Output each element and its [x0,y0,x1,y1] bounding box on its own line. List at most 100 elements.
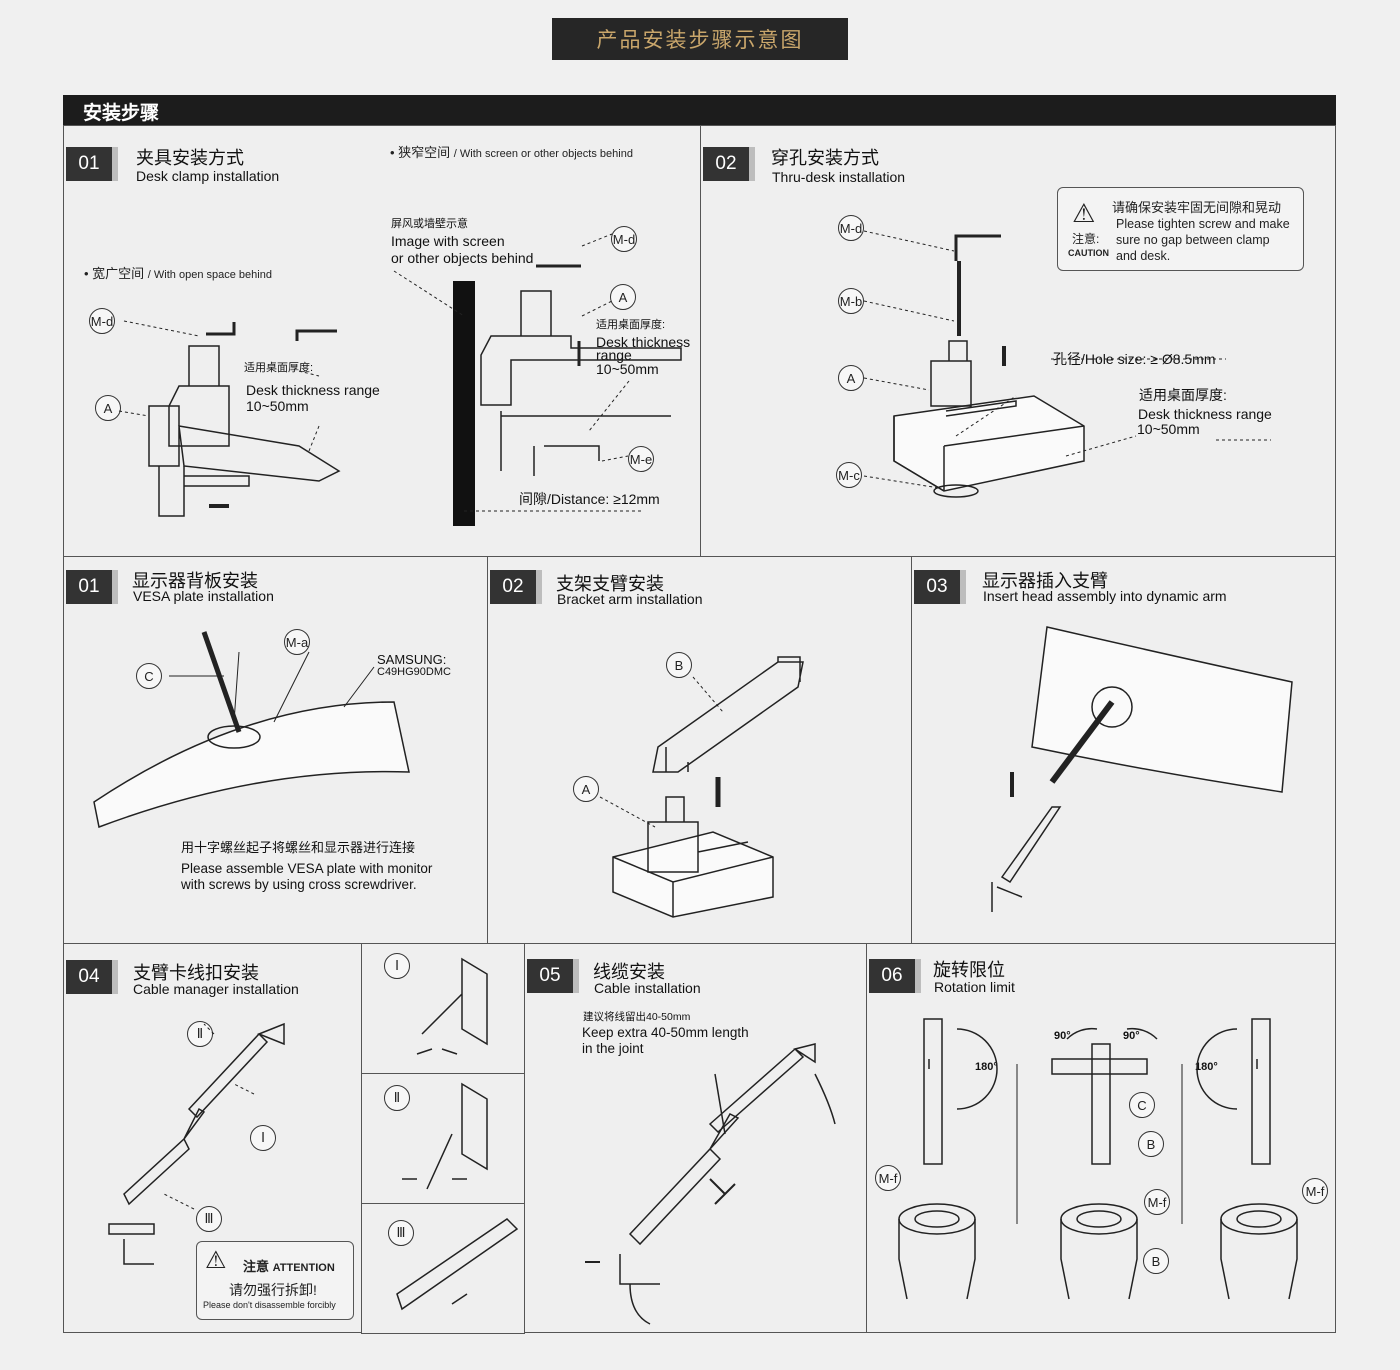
callout-md-2: M-d [611,226,637,252]
callout-mb: M-b [838,288,864,314]
angle-label: 90° [1054,1030,1071,1042]
callout-mf: M-f [875,1165,901,1191]
callout-a: A [838,365,864,391]
warning-text-zh: 请勿强行拆卸! [229,1282,317,1298]
description-en: Please assemble VESA plate with monitor [181,861,433,876]
attention-title: 注意 ATTENTION [243,1259,335,1274]
substep-label: Ⅱ [384,1085,410,1111]
thickness-label-zh: 适用桌面厚度: [1139,387,1227,403]
callout-iii: Ⅲ [196,1206,222,1232]
note-zh: 建议将线留出40-50mm [583,1011,691,1023]
narrow-space-label: • 狭窄空间 / With screen or other objects be… [390,145,633,160]
step-title-zh: 支臂卡线扣安装 [133,963,259,984]
callout-b: B [666,652,692,678]
callout-mf-3: M-f [1302,1178,1328,1204]
thru-desk-illustration [863,230,1271,498]
step-title-en: Insert head assembly into dynamic arm [983,588,1227,604]
callout-i: Ⅰ [250,1125,276,1151]
screen-label-en: Image with screen [391,233,505,249]
note-en: Keep extra 40-50mm length [582,1025,749,1040]
vesa-illustration [93,631,410,829]
step-title-en: Bracket arm installation [557,591,703,607]
substep-iii: Ⅲ [361,1203,525,1334]
callout-md: M-d [838,215,864,241]
attention-box: ⚠ 注意 ATTENTION 请勿强行拆卸! Please don't disa… [196,1241,354,1320]
rotation-illustration [898,1018,1298,1300]
substep-illustration [416,957,488,1055]
screen-label-zh: 屏风或墙壁示意 [391,218,468,230]
thickness-label-en: Desk thickness range [246,382,380,398]
substep-i: Ⅰ [361,943,525,1074]
caution-label-en: CAUTION [1068,248,1109,258]
callout-c: C [136,663,162,689]
angle-label: 180° [1195,1061,1218,1073]
description-zh: 用十字螺丝起子将螺丝和显示器进行连接 [181,840,416,855]
callout-c: C [1129,1092,1155,1118]
panel-cable-manager: 04 支臂卡线扣安装 Cable manager installation Ⅱ … [63,943,362,1333]
thickness-label-zh: 适用桌面厚度: [244,362,314,374]
section-header: 安装步骤 [63,95,1336,126]
thickness-range: 10~50mm [1137,421,1200,437]
callout-a: A [95,395,121,421]
step-title-zh: 旋转限位 [933,960,1005,981]
angle-label: 180° [975,1061,998,1073]
step-title-en: VESA plate installation [133,588,274,604]
substep-label: Ⅰ [384,953,410,979]
thickness-range: 10~50mm [246,398,309,414]
insert-illustration [991,626,1293,912]
thickness-label-en-2: Desk thickness [596,334,691,350]
warning-icon: ⚠ [205,1247,227,1274]
clamp-illustration [118,233,682,526]
panel-desk-clamp: 01 夹具安装方式 Desk clamp installation • 狭窄空间… [63,125,701,557]
step-title-zh: 显示器插入支臂 [982,571,1108,592]
panel-vesa: 01 显示器背板安装 VESA plate installation SAMSU… [63,556,488,944]
step-number: 06 [869,959,921,993]
step-title-zh: 穿孔安装方式 [771,148,879,169]
panel-insert-head: 03 显示器插入支臂 Insert head assembly into dyn… [911,556,1336,944]
callout-ii: Ⅱ [187,1021,213,1047]
step-number: 04 [66,960,118,994]
callout-ma: M-a [284,629,310,655]
callout-a: A [573,776,599,802]
step-title-en: Thru-desk installation [772,169,906,185]
step-number: 05 [527,959,579,993]
page-title: 产品安装步骤示意图 [552,18,848,60]
panel-rotation: 06 旋转限位 Rotation limit 180° 90° 90° 180°… [866,943,1336,1333]
screen-label-en2: or other objects behind [391,250,534,266]
callout-b: B [1138,1131,1164,1157]
step-title-en: Rotation limit [934,979,1015,995]
substep-label: Ⅲ [388,1220,414,1246]
step-number: 01 [66,147,118,181]
thickness-label-en-3: range [596,347,632,363]
angle-label: 90° [1123,1030,1140,1042]
step-number: 03 [914,570,966,604]
step-number: 02 [703,147,755,181]
panel-cable: 05 线缆安装 Cable installation 建议将线留出40-50mm… [524,943,867,1333]
callout-me: M-e [628,446,654,472]
step-title-zh: 线缆安装 [593,962,665,983]
brand-label: SAMSUNG: [377,652,447,667]
bracket-illustration [599,656,804,918]
thickness-range-2: 10~50mm [596,361,659,377]
step-number: 02 [490,570,542,604]
substep-illustration [396,1218,519,1311]
cable-illustration [585,1043,836,1325]
model-label: C49HG90DMC [377,666,451,678]
warning-icon: ⚠ [1072,198,1096,228]
callout-b-2: B [1143,1248,1169,1274]
step-title-zh: 支架支臂安装 [556,574,664,595]
wide-space-label: • 宽广空间 / With open space behind [84,266,272,281]
substep-ii: Ⅱ [361,1073,525,1204]
panel-bracket: 02 支架支臂安装 Bracket arm installation B A [487,556,912,944]
description-en-2: with screws by using cross screwdriver. [181,877,417,892]
step-number: 01 [66,570,118,604]
step-title-en: Desk clamp installation [136,168,280,184]
step-title-zh: 显示器背板安装 [132,571,258,592]
distance-label: 间隙/Distance: ≥12mm [519,491,660,507]
step-title-zh: 夹具安装方式 [136,148,244,169]
step-title-en: Cable manager installation [133,981,299,997]
caution-text-zh: 请确保安装牢固无间隙和晃动 [1112,200,1282,215]
substep-illustration [402,1082,488,1190]
callout-mf-2: M-f [1144,1189,1170,1215]
callout-md: M-d [89,308,115,334]
